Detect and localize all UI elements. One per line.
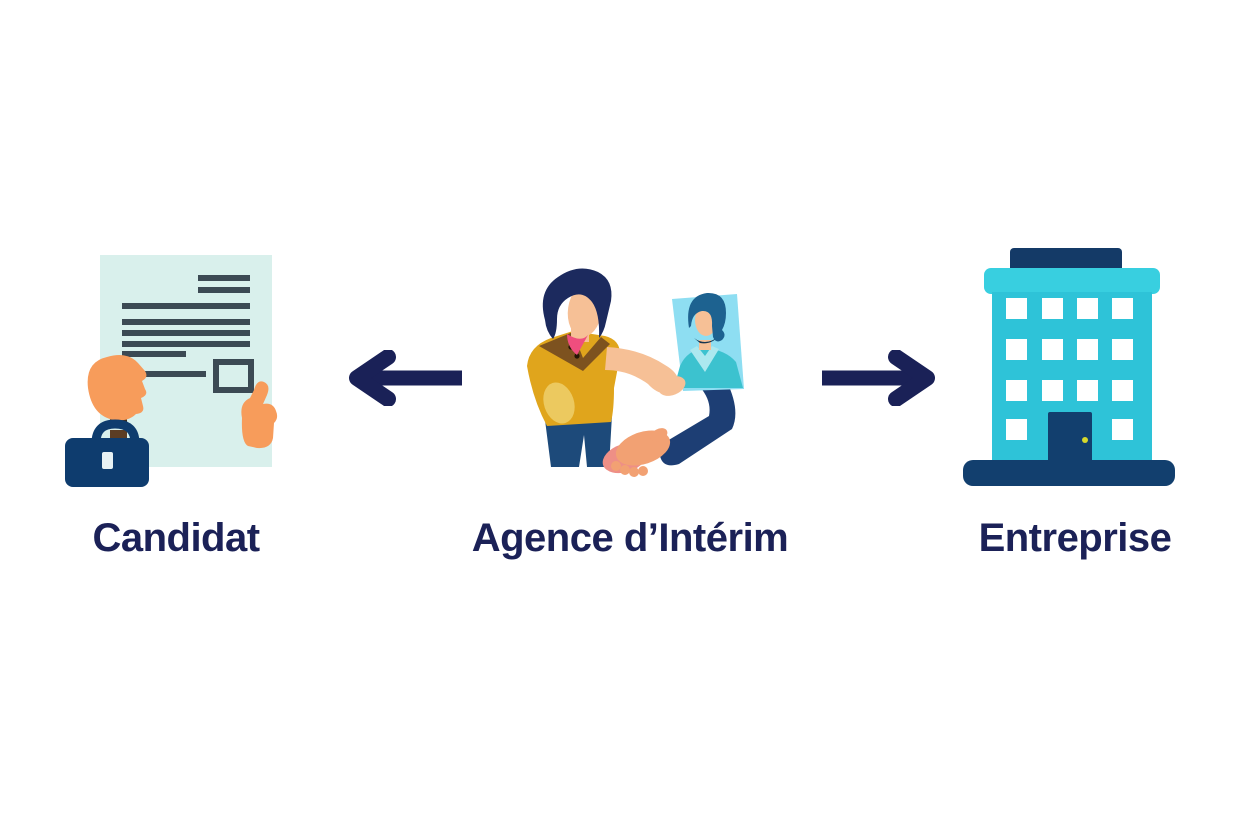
arrow-to-candidat bbox=[338, 350, 468, 406]
arrow-left-icon bbox=[349, 350, 462, 406]
candidat-label: Candidat bbox=[92, 516, 260, 560]
contract-signing-icon bbox=[65, 255, 278, 487]
arrow-to-entreprise bbox=[816, 350, 946, 406]
entreprise-label: Entreprise bbox=[978, 516, 1172, 560]
handshake-recruitment-icon bbox=[527, 268, 744, 477]
agence-label: Agence d’Intérim bbox=[471, 516, 789, 560]
office-building-icon bbox=[963, 248, 1175, 486]
node-candidat bbox=[58, 246, 290, 492]
node-agence bbox=[513, 258, 751, 486]
arrow-right-icon bbox=[822, 350, 935, 406]
node-entreprise bbox=[958, 244, 1180, 486]
